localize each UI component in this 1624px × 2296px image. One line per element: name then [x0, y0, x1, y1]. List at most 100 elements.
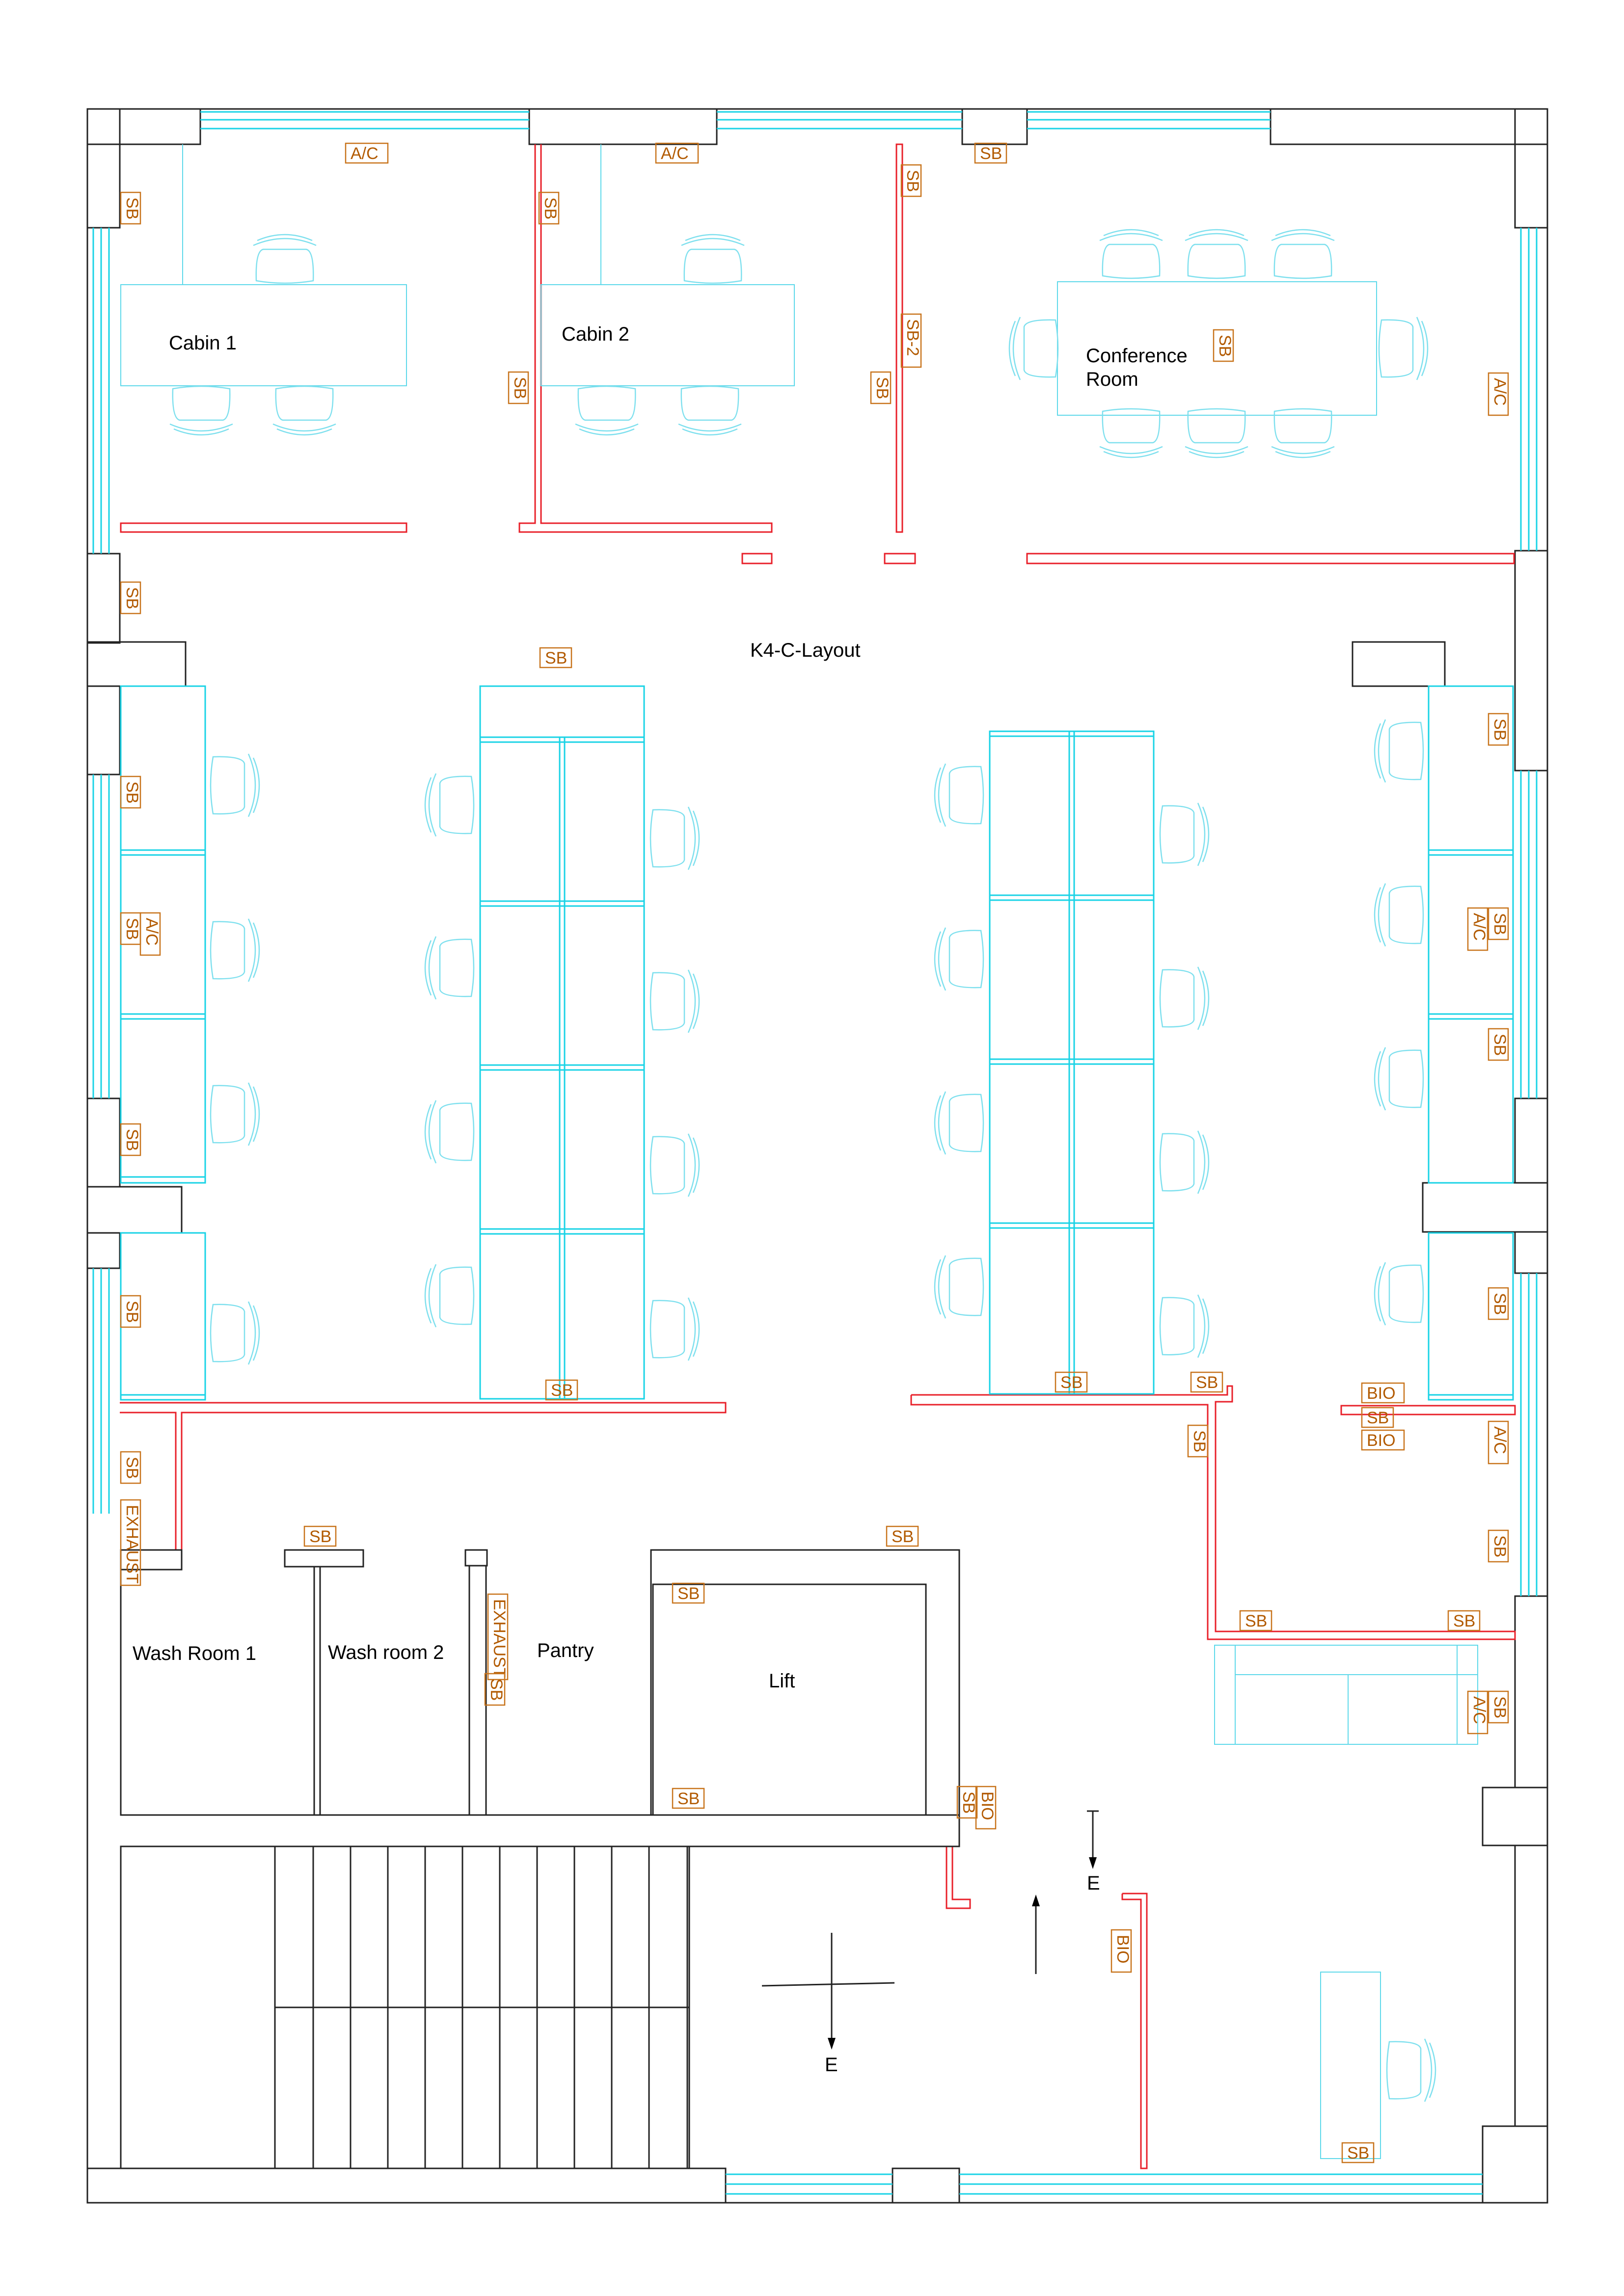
tag-sb-h8: SB: [1361, 1407, 1394, 1428]
sofa: [1214, 1645, 1478, 1745]
exit-label-entry: E: [1087, 1872, 1100, 1894]
svg-text:SB: SB: [873, 377, 892, 399]
chair: [1271, 229, 1335, 279]
chair: [1159, 1130, 1210, 1194]
svg-text:BIO: BIO: [1367, 1431, 1396, 1450]
tag-sb-h16: SB: [1341, 2142, 1375, 2163]
svg-text:SB: SB: [903, 170, 922, 192]
svg-text:SB: SB: [123, 1129, 141, 1151]
chair: [678, 385, 742, 436]
svg-text:SB: SB: [1490, 1535, 1509, 1557]
svg-text:EXHAUST: EXHAUST: [490, 1599, 509, 1678]
tag-sb-v19: SB: [1488, 1028, 1509, 1061]
tag-sb-h13: SB: [672, 1788, 705, 1809]
svg-text:SB: SB: [123, 918, 141, 940]
chair: [1159, 1294, 1210, 1358]
tag-sb2-v3: SB-2: [900, 313, 922, 368]
svg-text:SB-2: SB-2: [903, 319, 922, 356]
tag-sb-h11: SB: [886, 1525, 919, 1547]
svg-text:SB: SB: [677, 1584, 700, 1603]
chair: [650, 1133, 700, 1197]
svg-text:A/C: A/C: [1470, 913, 1489, 941]
svg-text:A/C: A/C: [351, 144, 379, 163]
chair: [1386, 2038, 1436, 2102]
chair: [1099, 408, 1163, 458]
exit-markers: [761, 1810, 1099, 2050]
svg-text:SB: SB: [1190, 1430, 1209, 1452]
tag-ac-v21: A/C: [1488, 1420, 1509, 1465]
chair: [210, 753, 260, 817]
cabin-1-label: Cabin 1: [169, 332, 237, 354]
tag-sb-v6: SB: [1213, 329, 1234, 362]
chair: [1378, 317, 1429, 380]
chair: [424, 936, 475, 1000]
chair: [169, 385, 233, 436]
chair: [210, 1301, 260, 1365]
tag-sb-v27: SB: [956, 1786, 978, 1819]
chair: [1374, 719, 1424, 783]
svg-text:SB: SB: [123, 1457, 141, 1479]
tag-sb-h12: SB: [672, 1582, 705, 1604]
tag-sb-v30: SB: [1488, 1690, 1509, 1724]
tag-sb-v16: SB: [1488, 713, 1509, 746]
tag-sb-v8: SB: [120, 581, 141, 614]
outer-walls: [86, 108, 1548, 2204]
tag-sb-h15: SB: [1447, 1610, 1481, 1631]
tag-sb-v13: SB: [120, 1295, 141, 1328]
svg-text:SB: SB: [1490, 1034, 1509, 1056]
svg-text:SB: SB: [1490, 1293, 1509, 1315]
washroom-2-label: Wash room 2: [328, 1642, 444, 1663]
chair: [1271, 408, 1335, 458]
svg-text:A/C: A/C: [661, 144, 689, 163]
svg-text:SB: SB: [511, 377, 529, 399]
chair: [1185, 408, 1248, 458]
tag-sb-v18: SB: [1488, 907, 1509, 940]
chairs: [169, 229, 1436, 2102]
tag-sb-v12: SB: [120, 1123, 141, 1156]
center-workstations: [479, 685, 1155, 1400]
svg-text:SB: SB: [123, 781, 141, 803]
tag-sb-h4: SB: [545, 1379, 578, 1401]
chair: [934, 927, 984, 991]
svg-text:SB: SB: [677, 1789, 700, 1808]
svg-text:SB: SB: [123, 197, 141, 219]
tag-sb-v2: SB: [900, 164, 922, 197]
svg-text:SB: SB: [1453, 1612, 1475, 1630]
chair: [424, 773, 475, 837]
chair: [934, 1091, 984, 1155]
chair: [1008, 317, 1059, 380]
tag-sb-v23: SB: [1488, 1529, 1509, 1563]
tag-sb-v9: SB: [120, 775, 141, 809]
svg-text:SB: SB: [123, 1301, 141, 1323]
svg-text:SB: SB: [1490, 719, 1509, 741]
conference-room-label-line1: Conference: [1086, 345, 1188, 367]
room-labels: Cabin 1 Cabin 2 Conference Room K4-C-Lay…: [133, 323, 1188, 2076]
tag-ac-h1: A/C: [655, 142, 699, 164]
tag-ac-h0: A/C: [345, 142, 389, 164]
chair: [650, 1297, 700, 1361]
chair: [1099, 229, 1163, 279]
pantry-label: Pantry: [537, 1640, 594, 1661]
tag-ac-v29: A/C: [1467, 1690, 1489, 1735]
svg-text:SB: SB: [123, 587, 141, 609]
tag-sb-v1: SB: [538, 191, 560, 225]
chair: [1374, 1262, 1424, 1326]
tag-exhaust-v24: EXHAUST: [487, 1593, 509, 1681]
svg-text:BIO: BIO: [1113, 1935, 1132, 1964]
tag-sb-v14: SB: [120, 1451, 141, 1484]
svg-text:BIO: BIO: [1367, 1384, 1396, 1403]
svg-text:EXHAUST: EXHAUST: [123, 1505, 141, 1584]
partitions: [120, 143, 1516, 2169]
chair: [1185, 229, 1248, 279]
svg-text:SB: SB: [892, 1527, 914, 1546]
plan-title: K4-C-Layout: [750, 640, 861, 661]
chair: [575, 385, 639, 436]
staircase: [120, 1845, 690, 2169]
svg-text:SB: SB: [487, 1679, 506, 1701]
chair: [1374, 883, 1424, 947]
chair: [934, 763, 984, 827]
chair: [934, 1255, 984, 1319]
svg-text:SB: SB: [545, 649, 567, 667]
conference-room-label-line2: Room: [1086, 369, 1138, 390]
